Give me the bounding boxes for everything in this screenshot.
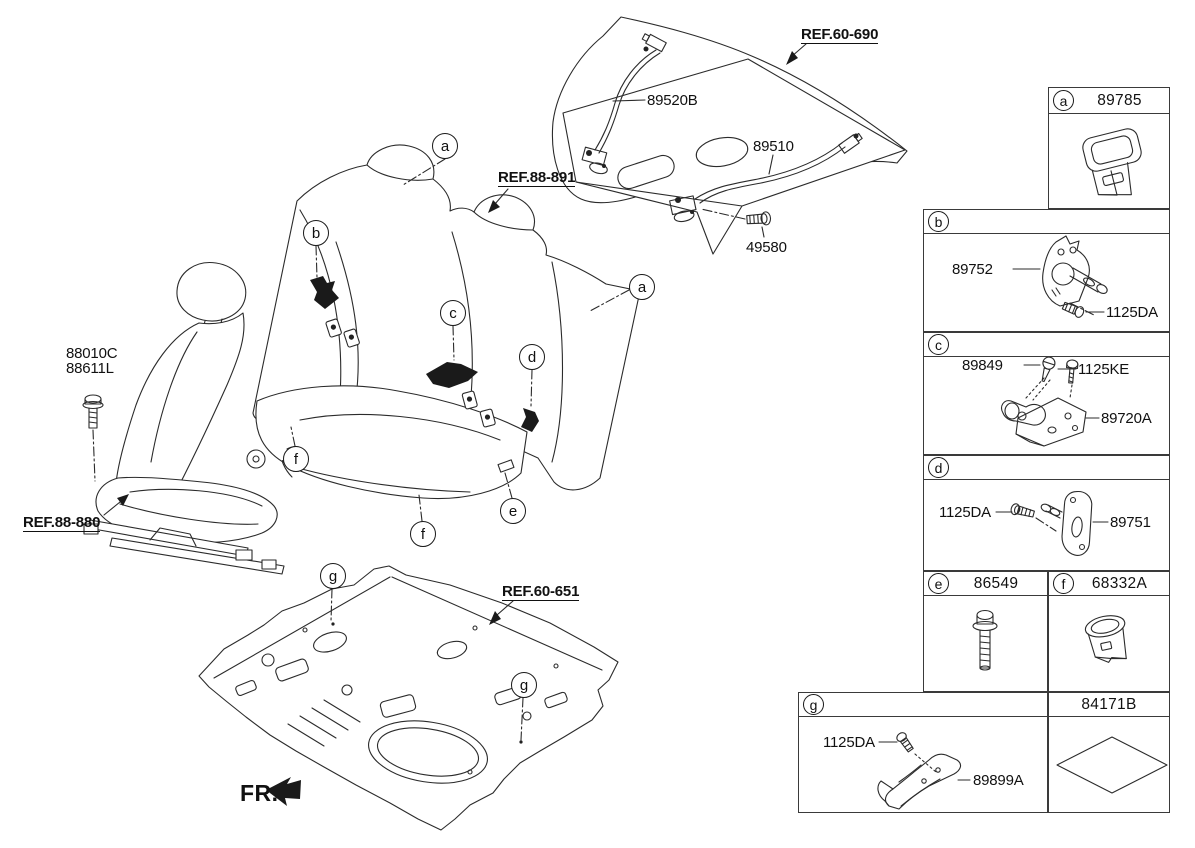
table-cell-b: b (923, 209, 1170, 332)
part-89510-label: 89510 (753, 138, 794, 155)
black-anchor-shapes (310, 276, 539, 432)
table-cell-c: c (923, 332, 1170, 455)
table-cell-a: a 89785 (1048, 87, 1170, 209)
part-89520B-label: 89520B (647, 92, 698, 109)
callout-e-header: e (928, 573, 949, 594)
table-cell-84171B: 84171B (1048, 692, 1170, 813)
callout-leader-lines (93, 159, 629, 740)
floor-pan-drawing (199, 566, 618, 830)
callout-g-header: g (803, 694, 824, 715)
callout-c-header: c (928, 334, 949, 355)
callout-g-2: g (511, 672, 537, 698)
part-number-86549: 86549 (973, 574, 1019, 592)
ref-88-880-label: REF.88-880 (23, 514, 101, 532)
cell-g-art (878, 731, 970, 809)
table-cell-d: d (923, 455, 1170, 571)
front-seat-drawing (84, 263, 305, 574)
callout-f-header: f (1053, 573, 1074, 594)
part-1125DA-b-label: 1125DA (1106, 304, 1158, 321)
part-number-68332A: 68332A (1091, 574, 1148, 592)
part-88611L-label: 88611L (66, 360, 114, 377)
part-89849-label: 89849 (962, 357, 1003, 374)
ref-arrows (104, 44, 806, 806)
cell-e-art (973, 611, 997, 671)
callout-c: c (440, 300, 466, 326)
part-89720A-label: 89720A (1101, 410, 1152, 427)
bolt-49580 (747, 212, 771, 227)
part-89751-label: 89751 (1110, 514, 1151, 531)
ref-60-651-label: REF.60-651 (502, 583, 580, 601)
callout-f-2: f (410, 521, 436, 547)
part-number-84171B: 84171B (1081, 695, 1137, 713)
cell-b-art (1013, 236, 1109, 319)
ref-60-690-label: REF.60-690 (801, 26, 879, 44)
callout-a-1: a (432, 133, 458, 159)
cell-d-art (996, 490, 1108, 557)
part-49580-label: 49580 (746, 239, 787, 256)
fr-arrow-icon (266, 777, 301, 806)
part-number-89785: 89785 (1097, 91, 1142, 109)
cell-f-art (1083, 612, 1132, 665)
cell-a-art (1081, 127, 1151, 204)
parcel-shelf-drawing (552, 17, 907, 254)
callout-e: e (500, 498, 526, 524)
callout-d: d (519, 344, 545, 370)
part-1125KE-label: 1125KE (1078, 361, 1130, 378)
callout-f-1: f (283, 446, 309, 472)
part-89752-label: 89752 (952, 261, 993, 278)
part-1125DA-d-label: 1125DA (939, 504, 991, 521)
callout-a-header: a (1053, 90, 1074, 111)
table-cell-f: f 68332A (1048, 571, 1170, 692)
callout-d-header: d (928, 457, 949, 478)
callout-a-2: a (629, 274, 655, 300)
part-89899A-label: 89899A (973, 772, 1024, 789)
table-cell-g: g (798, 692, 1048, 813)
cell-c-art (1002, 356, 1099, 446)
callout-b-header: b (928, 211, 949, 232)
part-88010C-label: 88010C (66, 345, 118, 362)
part-1125DA-g-label: 1125DA (823, 734, 875, 751)
ref-88-891-label: REF.88-891 (498, 169, 576, 187)
bolt-88010C (83, 395, 103, 428)
fr-direction-label: FR. (240, 780, 279, 806)
callout-g-1: g (320, 563, 346, 589)
table-cell-e: e 86549 (923, 571, 1048, 692)
cell-h-art (1057, 737, 1167, 793)
callout-b: b (303, 220, 329, 246)
